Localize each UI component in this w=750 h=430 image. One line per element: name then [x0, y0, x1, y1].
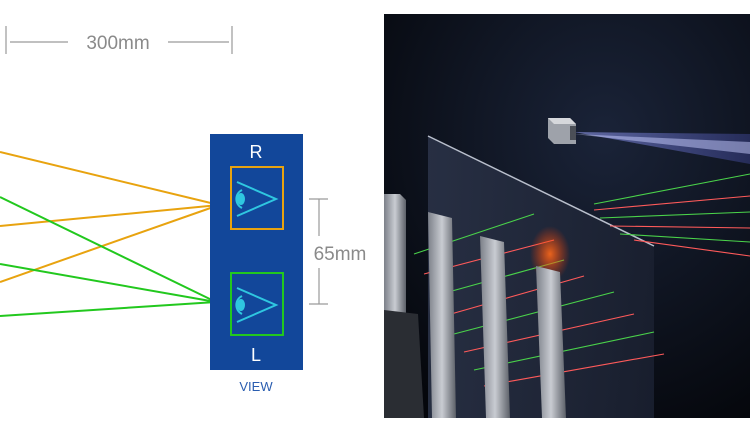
left-eye-box	[230, 272, 284, 336]
grating-illustration	[384, 14, 750, 418]
projector-beam	[574, 132, 750, 164]
view-panel: R L	[210, 134, 303, 370]
eye-icon	[235, 287, 279, 323]
distance-label: 300mm	[86, 33, 149, 54]
eye-spacing-label: 65mm	[314, 244, 367, 265]
grating-fins	[384, 194, 566, 418]
right-eye-rays	[0, 151, 220, 283]
view-label: VIEW	[239, 379, 273, 394]
projector	[548, 118, 576, 144]
grating-3d-render	[384, 14, 750, 418]
eye-spacing-dimension	[309, 198, 328, 305]
left-eye-label: L	[251, 345, 261, 365]
right-eye-box	[230, 166, 284, 230]
right-eye-label: R	[250, 142, 263, 162]
eye-icon	[235, 181, 279, 217]
left-eye-rays	[0, 196, 217, 317]
distance-dimension: 300mm	[5, 26, 233, 54]
